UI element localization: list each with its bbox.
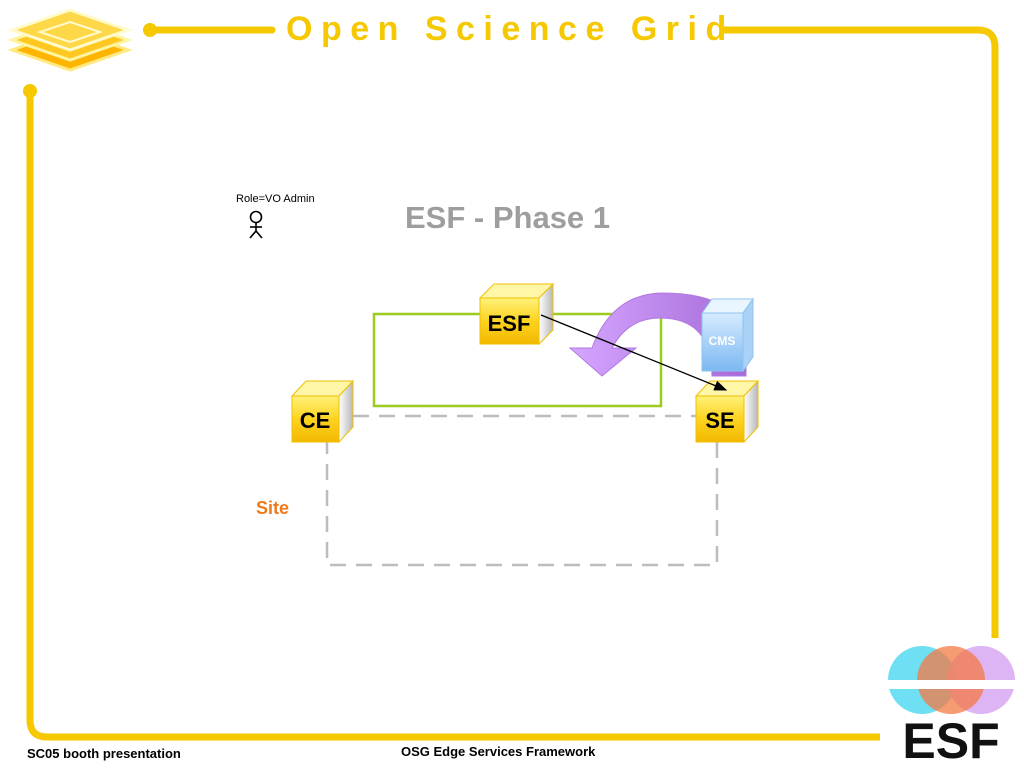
ce-node-label: CE — [300, 408, 331, 433]
esf-logo: ESF — [884, 646, 1020, 768]
ce-node: CE — [290, 379, 355, 444]
cms-storage: CMS — [701, 297, 754, 373]
esf-logo-text: ESF — [902, 713, 999, 768]
actor-role-label: Role=VO Admin — [236, 193, 315, 205]
esf-node-label: ESF — [488, 311, 531, 336]
osg-logo — [7, 8, 133, 72]
footer-center-text: OSG Edge Services Framework — [401, 744, 596, 759]
esf-node: ESF — [478, 282, 555, 346]
slide-frame — [23, 23, 999, 741]
se-node: SE — [694, 379, 760, 444]
esf-to-se-arrow — [540, 314, 728, 391]
site-boundary — [325, 414, 719, 567]
actor-icon — [249, 210, 263, 239]
footer-left-text: SC05 booth presentation — [27, 746, 181, 761]
slide-title: ESF - Phase 1 — [405, 200, 611, 235]
site-label: Site — [256, 498, 290, 518]
header-title: Open Science Grid — [286, 10, 735, 48]
cms-label: CMS — [709, 334, 736, 348]
se-node-label: SE — [705, 408, 734, 433]
